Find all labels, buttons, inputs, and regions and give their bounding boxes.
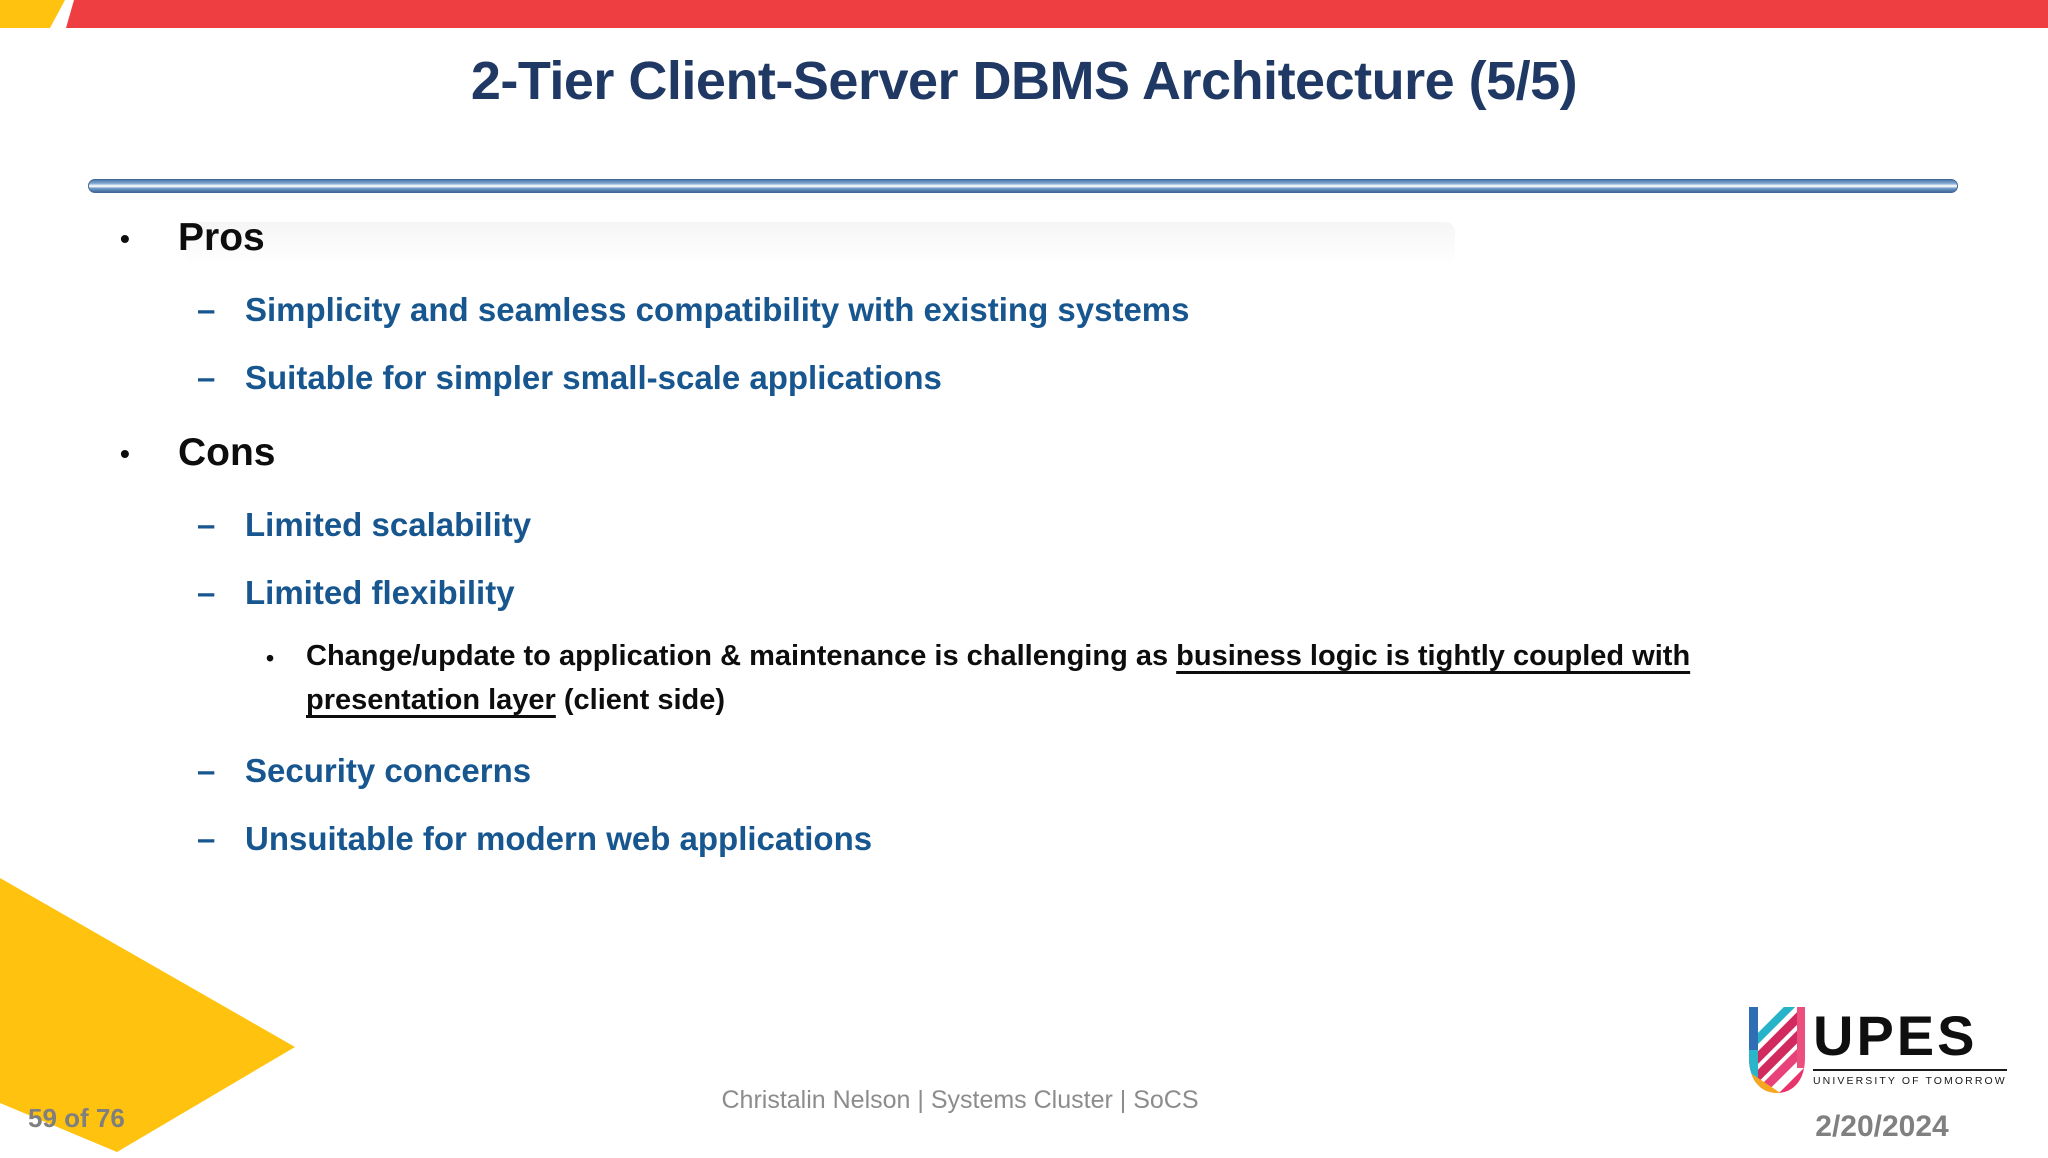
upes-tagline: UNIVERSITY OF TOMORROW [1813, 1069, 2007, 1087]
bullet-marker: – [197, 358, 216, 396]
highlight-band [185, 222, 1455, 266]
content-list: •Pros–Simplicity and seamless compatibil… [120, 216, 1880, 858]
bullet-marker: – [197, 820, 216, 858]
bottom-left-yellow-triangle [0, 878, 295, 1152]
bullet-marker: • [120, 437, 130, 469]
bullet-item: • Change/update to application & maintena… [266, 635, 1880, 722]
upes-logo: UPES UNIVERSITY OF TOMORROW [1746, 1006, 2007, 1094]
bullet-marker: – [197, 573, 216, 611]
bullet-item: • Pros [120, 216, 1880, 261]
upes-shield-icon [1749, 1007, 1805, 1093]
bullet-text: Limited scalability [245, 505, 532, 543]
bullet-text: Suitable for simpler small-scale applica… [245, 358, 942, 396]
slide-date: 2/20/2024 [1815, 1110, 1949, 1143]
bullet-text: Simplicity and seamless compatibility wi… [245, 290, 1190, 328]
bullet-text: Cons [178, 430, 276, 474]
bullet-marker: – [197, 505, 216, 543]
bullet-item: –Limited flexibility [197, 574, 1880, 612]
plain-text: Change/update to application & maintenan… [306, 640, 1177, 673]
bullet-text: Unsuitable for modern web applications [245, 820, 873, 858]
bullet-marker: – [197, 290, 216, 328]
bullet-item: –Suitable for simpler small-scale applic… [197, 359, 1880, 397]
underlined-text: business logic is tightly coupled with p… [306, 640, 1691, 716]
bullet-item: –Limited scalability [197, 506, 1880, 544]
upes-wordmark: UPES [1813, 1004, 1978, 1067]
top-banner [0, 0, 2048, 28]
title-separator-line [88, 179, 1958, 193]
slide-title: 2-Tier Client-Server DBMS Architecture (… [470, 51, 1578, 111]
bullet-item: • Cons [120, 431, 1880, 476]
bullet-item: –Security concerns [197, 752, 1880, 790]
plain-text: (client side) [555, 683, 726, 716]
bullet-text: Pros [178, 216, 265, 259]
bullet-text: Security concerns [245, 752, 532, 790]
footer-credit: Christalin Nelson | Systems Cluster | So… [721, 1086, 1199, 1114]
bullet-marker: • [120, 223, 130, 254]
top-left-yellow-shape [0, 0, 65, 28]
bullet-marker: • [266, 645, 275, 672]
bullet-text: Limited flexibility [245, 573, 515, 611]
bullet-text: Change/update to application & maintenan… [306, 635, 1776, 722]
upes-wordmark-block: UPES UNIVERSITY OF TOMORROW [1813, 1006, 2007, 1087]
bullet-item: –Unsuitable for modern web applications [197, 820, 1880, 858]
bullet-item: –Simplicity and seamless compatibility w… [197, 291, 1880, 329]
page-indicator: 59 of 76 [28, 1103, 125, 1133]
bullet-marker: – [197, 752, 216, 790]
top-red-banner [66, 0, 2048, 28]
